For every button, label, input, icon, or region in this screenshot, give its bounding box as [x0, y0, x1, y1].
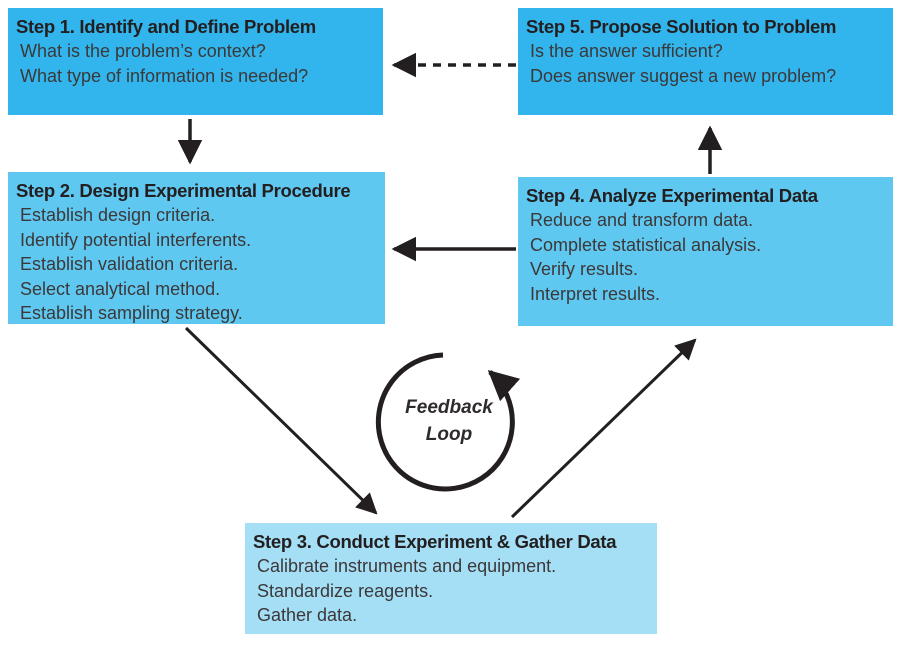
- step2-box: Step 2. Design Experimental Procedure Es…: [8, 172, 385, 324]
- step2-line: Select analytical method.: [20, 278, 221, 299]
- step2-line: Establish design criteria.: [20, 205, 216, 225]
- step1-line: What is the problem’s context?: [20, 41, 266, 61]
- step3-line: Gather data.: [257, 605, 358, 625]
- step1-title: Step 1. Identify and Define Problem: [16, 16, 316, 37]
- step1-box: Step 1. Identify and Define Problem What…: [8, 8, 383, 115]
- step4-line: Interpret results.: [530, 283, 661, 304]
- step5-line: Does answer suggest a new problem?: [530, 65, 837, 86]
- step1-line: What type of information is needed?: [20, 65, 309, 86]
- feedback-loop-label-line1: Feedback: [405, 397, 493, 418]
- step3-title: Step 3. Conduct Experiment & Gather Data: [253, 531, 617, 552]
- step3-line: Standardize reagents.: [257, 580, 434, 601]
- feedback-loop-circle-arrow: [375, 352, 521, 492]
- step2-title: Step 2. Design Experimental Procedure: [16, 180, 351, 201]
- step4-line: Verify results.: [530, 259, 639, 279]
- step3-line: Calibrate instruments and equipment.: [257, 556, 557, 576]
- arrow-step2-to-step3: [184, 326, 378, 515]
- arrow-step3-to-step4: [510, 338, 697, 519]
- feedback-loop-label: Feedback Loop: [379, 394, 519, 448]
- feedback-loop-label-line2: Loop: [425, 424, 473, 445]
- step4-box: Step 4. Analyze Experimental Data Reduce…: [518, 177, 893, 326]
- step2-line: Identify potential interferents.: [20, 229, 252, 250]
- step5-box: Step 5. Propose Solution to Problem Is t…: [518, 8, 893, 115]
- step2-line: Establish validation criteria.: [20, 254, 239, 274]
- step3-box: Step 3. Conduct Experiment & Gather Data…: [245, 523, 657, 634]
- step5-line: Is the answer sufficient?: [530, 41, 723, 61]
- step5-title: Step 5. Propose Solution to Problem: [526, 16, 837, 37]
- step4-line: Reduce and transform data.: [530, 210, 754, 230]
- step2-line: Establish sampling strategy.: [20, 303, 243, 323]
- step4-title: Step 4. Analyze Experimental Data: [526, 185, 818, 206]
- step4-line: Complete statistical analysis.: [530, 234, 762, 255]
